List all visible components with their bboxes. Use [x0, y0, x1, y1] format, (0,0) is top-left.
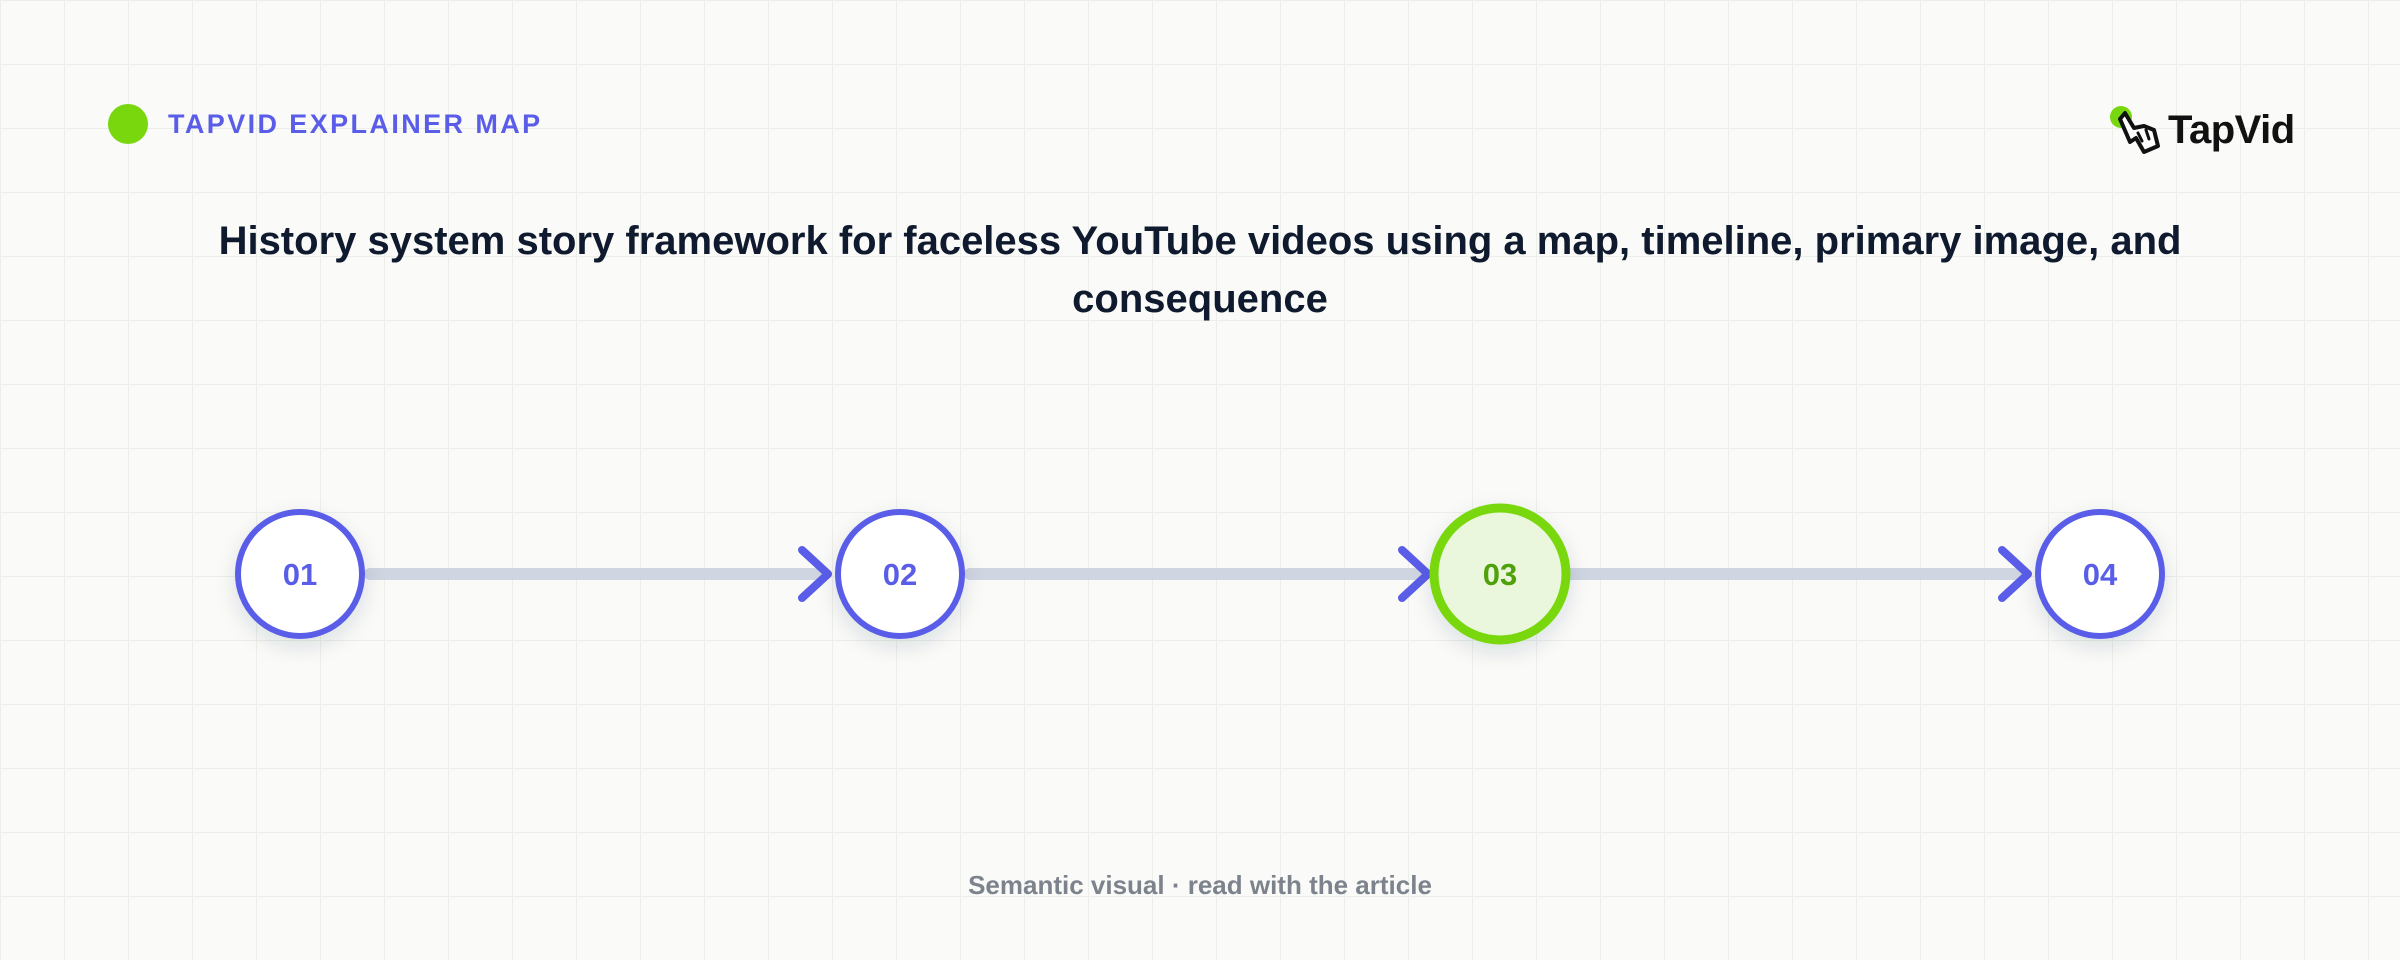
logo-text: TapVid: [2168, 107, 2295, 152]
brand-dot-icon: [108, 104, 148, 144]
step-circle: [235, 509, 365, 639]
step-circle: [1429, 503, 1571, 645]
brand-badge: TAPVID EXPLAINER MAP: [108, 104, 543, 144]
step-circle: [2035, 509, 2165, 639]
step-node-03: 03: [1429, 503, 1571, 645]
step-number: 03: [1483, 557, 1517, 592]
step-number: 04: [2083, 557, 2118, 592]
connector-arrow-1: [364, 546, 832, 602]
tapvid-logo[interactable]: TapVid: [2100, 100, 2295, 160]
step-number: 01: [283, 557, 317, 592]
step-node-01: 01: [235, 509, 365, 639]
footer-caption: Semantic visual · read with the article: [968, 870, 1432, 900]
step-number: 02: [883, 557, 917, 592]
step-node-04: 04: [2035, 509, 2165, 639]
step-circle: [835, 509, 965, 639]
connector-arrow-3: [1564, 546, 2032, 602]
step-node-02: 02: [835, 509, 965, 639]
brand-label: TAPVID EXPLAINER MAP: [168, 108, 543, 139]
pointing-hand-icon: [2100, 100, 2166, 160]
page-title: History system story framework for facel…: [218, 219, 2182, 321]
connector-arrow-2: [964, 546, 1432, 602]
